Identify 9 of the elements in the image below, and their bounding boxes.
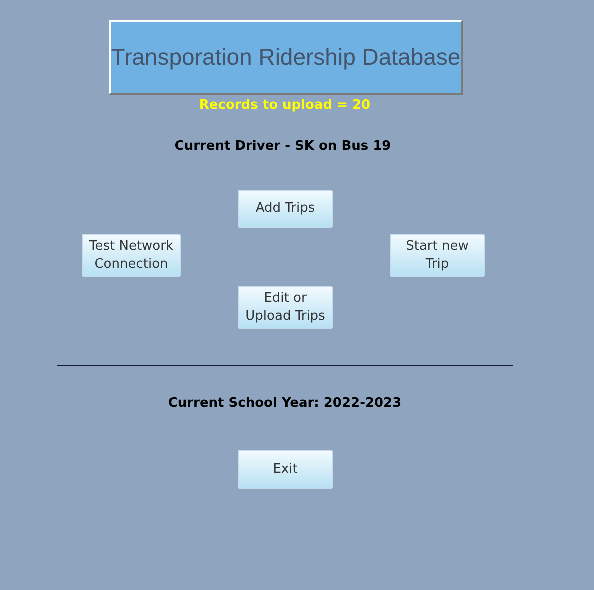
driver-info-text: Current Driver - SK on Bus 19: [174, 139, 392, 154]
school-year-text: Current School Year: 2022-2023: [168, 396, 402, 411]
title-banner: Transporation Ridership Database: [109, 20, 463, 95]
menu-button: Add Trips: [238, 190, 333, 228]
menu-button: Start new Trip: [390, 234, 485, 277]
menu-button: Edit or Upload Trips: [238, 286, 333, 329]
menu-button: Test Network Connection: [82, 234, 181, 277]
menu-button: Exit: [238, 450, 333, 489]
record-count-text: Records to upload = 20: [199, 98, 371, 113]
